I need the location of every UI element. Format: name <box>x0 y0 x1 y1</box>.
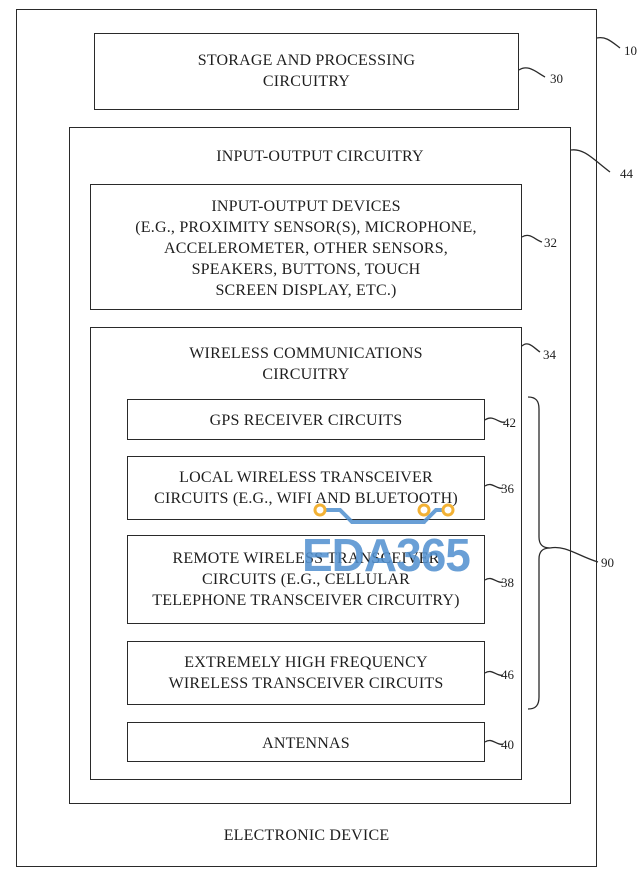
ref-bracket: 90 <box>601 555 614 570</box>
storage-label-line1: STORAGE AND PROCESSING <box>197 52 416 69</box>
ehf-line2: WIRELESS TRANSCEIVER CIRCUITS <box>168 675 444 692</box>
ref-ehf: 46 <box>501 667 514 682</box>
ref-io-circuitry: 44 <box>620 166 633 181</box>
ref-storage: 30 <box>550 71 563 86</box>
ehf-wireless-box <box>127 641 485 705</box>
storage-processing-box <box>94 33 519 110</box>
io-devices-line5: SCREEN DISPLAY, ETC.) <box>215 282 397 299</box>
io-devices-line2: (E.G., PROXIMITY SENSOR(S), MICROPHONE, <box>135 219 477 236</box>
ref-wireless: 34 <box>543 347 556 362</box>
local-wireless-box <box>127 456 485 520</box>
input-output-circuitry-box <box>69 127 571 804</box>
local-wireless-line2: CIRCUITS (E.G., WIFI AND BLUETOOTH) <box>154 490 458 507</box>
remote-wireless-line1: REMOTE WIRELESS TRANSCEIVER <box>172 550 440 567</box>
io-devices-line1: INPUT-OUTPUT DEVICES <box>211 198 401 215</box>
remote-wireless-line3: TELEPHONE TRANSCEIVER CIRCUITRY) <box>152 592 460 609</box>
io-circuitry-label: INPUT-OUTPUT CIRCUITRY <box>216 148 424 165</box>
ref-gps: 42 <box>503 415 516 430</box>
io-devices-label: INPUT-OUTPUT DEVICES (E.G., PROXIMITY SE… <box>90 196 522 301</box>
ehf-label: EXTREMELY HIGH FREQUENCY WIRELESS TRANSC… <box>127 652 485 694</box>
wireless-label-line2: CIRCUITRY <box>262 366 350 383</box>
ref-device: 10 <box>624 43 637 58</box>
io-devices-line3: ACCELEROMETER, OTHER SENSORS, <box>163 240 449 257</box>
ref-local: 36 <box>501 481 514 496</box>
storage-label: STORAGE AND PROCESSING CIRCUITRY <box>94 50 519 92</box>
gps-receiver-box <box>127 399 485 440</box>
local-wireless-line1: LOCAL WIRELESS TRANSCEIVER <box>179 469 433 486</box>
remote-wireless-label: REMOTE WIRELESS TRANSCEIVER CIRCUITS (E.… <box>127 548 485 611</box>
ref-io-devices: 32 <box>544 235 557 250</box>
gps-label: GPS RECEIVER CIRCUITS <box>209 412 403 429</box>
remote-wireless-box <box>127 535 485 624</box>
local-wireless-label: LOCAL WIRELESS TRANSCEIVER CIRCUITS (E.G… <box>127 467 485 509</box>
ehf-line1: EXTREMELY HIGH FREQUENCY <box>184 654 428 671</box>
electronic-device-label: ELECTRONIC DEVICE <box>223 827 390 844</box>
electronic-device-box <box>16 9 597 867</box>
wireless-label: WIRELESS COMMUNICATIONS CIRCUITRY <box>90 343 522 385</box>
antennas-label: ANTENNAS <box>262 735 350 752</box>
wireless-communications-box <box>90 327 522 780</box>
watermark-text: EDA365 <box>302 529 471 581</box>
io-devices-line4: SPEAKERS, BUTTONS, TOUCH <box>191 261 421 278</box>
antennas-box <box>127 722 485 762</box>
leader-device <box>596 36 621 49</box>
storage-label-line2: CIRCUITRY <box>262 73 351 90</box>
ref-remote: 38 <box>501 575 514 590</box>
input-output-devices-box <box>90 184 522 310</box>
wireless-label-line1: WIRELESS COMMUNICATIONS <box>189 345 423 362</box>
remote-wireless-line2: CIRCUITS (E.G., CELLULAR <box>202 571 410 588</box>
ref-antennas: 40 <box>501 737 514 752</box>
